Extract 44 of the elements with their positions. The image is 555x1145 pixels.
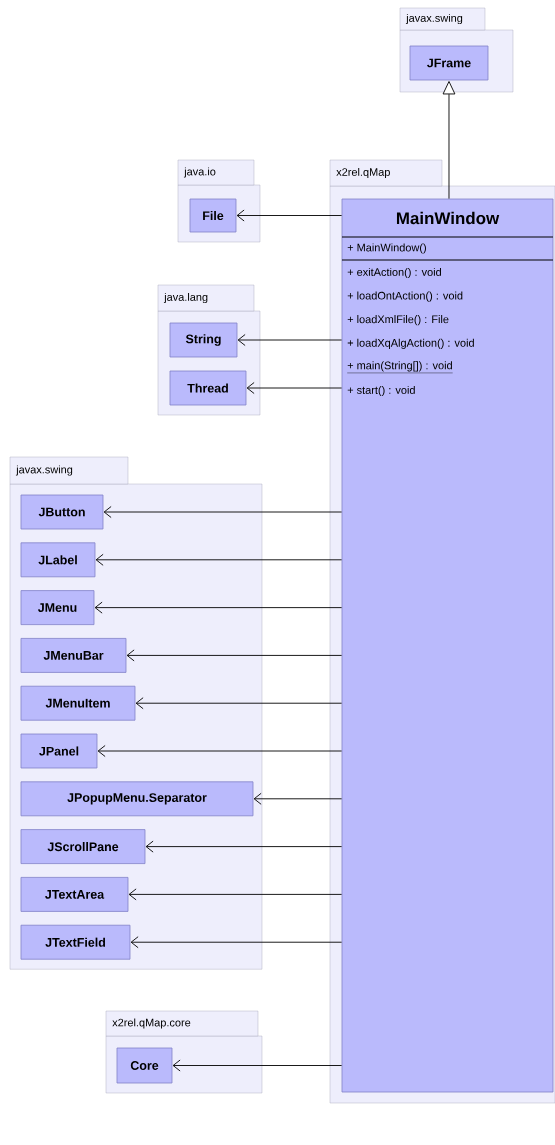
class-box: JTextArea — [20, 877, 129, 912]
class-box: Core — [116, 1047, 173, 1084]
method: + main(String[]) : void — [347, 361, 453, 374]
class-box: JButton — [20, 494, 104, 530]
class-box: Thread — [169, 370, 247, 406]
arrow — [135, 697, 343, 710]
arrow — [253, 792, 343, 805]
class-box: File — [189, 198, 237, 233]
arrow — [130, 936, 343, 949]
class-box: JMenuItem — [20, 685, 136, 721]
node-label: x2rel.qMap.core — [112, 1018, 191, 1029]
arrow — [236, 209, 343, 222]
method: + loadXqAlgAction() : void — [347, 338, 474, 349]
constructor: + MainWindow() — [347, 243, 426, 254]
class-box: JPanel — [20, 733, 98, 769]
arrow — [95, 553, 343, 566]
node-label: x2rel.qMap — [336, 167, 390, 179]
class-box: JFrame — [409, 45, 489, 81]
node-label: java.lang — [163, 292, 208, 304]
node-label: javax.swing — [405, 13, 463, 25]
arrow — [97, 745, 343, 757]
class-box: JMenuBar — [20, 638, 127, 673]
arrow — [237, 334, 343, 346]
arrow — [94, 601, 343, 614]
class-box: String — [169, 322, 238, 358]
arrow — [442, 81, 456, 200]
arrow — [246, 382, 343, 394]
method: + start() : void — [347, 385, 415, 397]
node-label: java.io — [183, 167, 216, 178]
method: + loadXmlFile() : File — [347, 315, 449, 326]
method: + loadOntAction() : void — [347, 291, 463, 302]
arrow — [172, 1059, 343, 1072]
class-box: JLabel — [20, 542, 96, 578]
class-box: JTextField — [20, 924, 131, 960]
arrow — [128, 888, 343, 901]
arrow — [145, 840, 343, 853]
class-box: JMenu — [20, 590, 95, 625]
node-label: javax.swing — [15, 465, 73, 476]
arrow — [126, 649, 343, 662]
arrow — [103, 506, 343, 518]
class-box: JPopupMenu.Separator — [20, 781, 254, 817]
method: + exitAction() : void — [347, 267, 441, 279]
class-box: JScrollPane — [20, 829, 146, 864]
class-name: MainWindow — [396, 211, 500, 225]
